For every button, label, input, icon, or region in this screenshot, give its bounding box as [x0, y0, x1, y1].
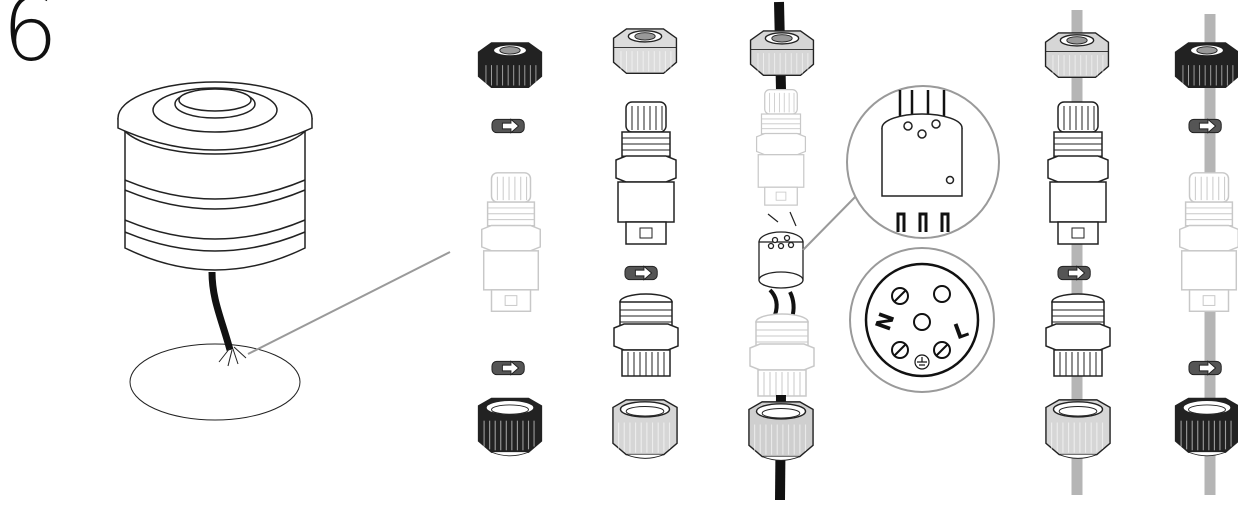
luminaire	[117, 81, 313, 421]
column-5	[1174, 14, 1238, 495]
leader-line-2	[802, 191, 861, 251]
column-1	[477, 42, 543, 457]
power-cable	[208, 271, 234, 351]
rotate-arrow-icon	[1188, 360, 1222, 376]
rotate-arrow-icon	[1057, 265, 1091, 281]
ground-circle	[129, 343, 301, 421]
leader-line-1	[247, 251, 451, 355]
rotate-arrow-icon	[491, 118, 525, 134]
cable-wires	[218, 346, 247, 367]
step-number: 6	[2, 0, 58, 81]
rotate-arrow-icon	[624, 265, 658, 281]
rotate-arrow-icon	[491, 360, 525, 376]
rotate-arrow-icon	[1188, 118, 1222, 134]
detail-insert-wiring	[846, 85, 1000, 239]
column-2	[612, 28, 679, 460]
column-4	[1044, 10, 1111, 495]
column-3	[748, 1, 815, 501]
terminal-insert	[758, 231, 804, 289]
earth-ground-icon	[914, 354, 930, 370]
detail-terminal-face: N L	[849, 247, 995, 393]
